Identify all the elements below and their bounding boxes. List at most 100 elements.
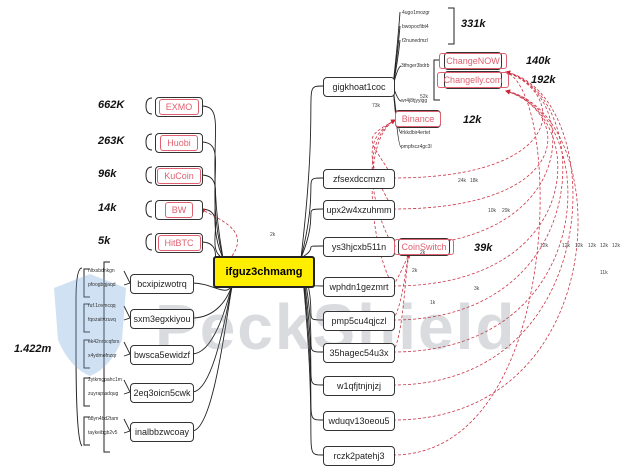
left-sub-address: nltxsbdnkgn — [88, 268, 115, 274]
sub-to-node-edge — [123, 341, 131, 355]
sub-to-node-edge — [123, 353, 131, 357]
left-address-node[interactable]: bcxipizwotrq — [130, 274, 194, 294]
top-amount: 331k — [461, 18, 486, 30]
right-address-node[interactable]: w1qfjtnjnjzj — [323, 376, 395, 396]
right-exchange[interactable]: CoinSwitch — [394, 238, 454, 256]
right-address-node[interactable]: rczk2patehj3 — [323, 446, 395, 466]
flow-to-coinswitch-edge — [392, 253, 411, 353]
hub-to-right-node-edge — [300, 245, 324, 259]
edge-amount-label: 12k — [588, 243, 597, 249]
left-exchange-exmo[interactable]: EXMO — [155, 97, 203, 117]
left-address-node[interactable]: inalbbzwcoay — [130, 422, 194, 442]
exchange-label: HitBTC — [157, 235, 201, 251]
flow-edge — [392, 89, 549, 210]
left-address-node[interactable]: 2eq3oicn5cwk — [130, 383, 194, 403]
left-sub-address: taykeibgb2v5 — [88, 430, 118, 436]
sub-to-node-edge — [123, 305, 131, 319]
edge-amount-label: 29k — [502, 208, 511, 214]
edge-amount-label: 3k — [474, 286, 480, 292]
right-exchange-amount: 140k — [526, 55, 551, 67]
cluster-sub-address: wr4j8tjyyigg — [401, 98, 428, 104]
hub-to-right-node-edge — [300, 257, 324, 456]
left-exchange-kucoin[interactable]: KuCoin — [155, 166, 203, 186]
edge-amount-label: 2k — [420, 250, 426, 256]
left-total-outer-bracket — [75, 267, 83, 447]
right-address-node[interactable]: 35hagec54u3x — [323, 343, 395, 363]
exchange-label: Huobi — [160, 135, 198, 151]
flow-to-binance-edge — [371, 119, 396, 210]
left-exchange-amount: 5k — [98, 235, 111, 247]
flow-edge — [392, 71, 544, 179]
left-sub-address: ek42nrbcqfxrs — [88, 339, 120, 345]
hub-to-right-node-edge — [300, 257, 324, 386]
right-exchange[interactable]: Binance — [394, 110, 442, 128]
sub-to-node-edge — [123, 317, 131, 321]
sub-to-node-edge — [123, 270, 131, 284]
flow-to-bw-edge — [200, 208, 238, 257]
sub-to-node-edge — [123, 418, 131, 432]
edge-amount-label: 2k — [270, 232, 276, 238]
exchange-bracket — [145, 97, 153, 115]
edge-amount-label: 12k — [540, 243, 549, 249]
left-exchange-hitbtc[interactable]: HitBTC — [155, 233, 203, 253]
left-total-bracket — [103, 261, 110, 453]
exchange-label: ChangeNOW — [439, 53, 507, 69]
left-total-amount: 1.422m — [14, 343, 52, 355]
top-sub-address: bwopocfibt4 — [402, 24, 429, 30]
exchange-label: EXMO — [158, 99, 200, 115]
top-cluster-edge — [392, 25, 401, 87]
right-address-node[interactable]: upx2w4xzuhmm — [323, 200, 395, 220]
left-sub-address: x4ydmofnzqr — [88, 353, 117, 359]
edge-amount-label: 10k — [488, 208, 497, 214]
left-address-node[interactable]: sxm3egxkiyou — [130, 309, 194, 329]
right-address-node[interactable]: ys3hjcxb511n — [323, 237, 395, 257]
sub-bracket — [83, 303, 90, 333]
hub-to-exchange-edge — [200, 174, 224, 259]
edge-amount-label: 18k — [470, 178, 479, 184]
flow-to-binance-edge — [371, 119, 396, 247]
left-exchange-amount: 263K — [98, 135, 125, 147]
right-address-node[interactable]: zfsexdccmzn — [323, 169, 395, 189]
left-sub-address: pfoogbgjaqd — [88, 282, 116, 288]
exchange-label: Binance — [394, 111, 442, 127]
right-address-node[interactable]: wduqv13oeou5 — [323, 411, 395, 431]
left-address-node[interactable]: bwsca5ewidzf — [130, 345, 194, 365]
edge-amount-label: 1k — [430, 300, 436, 306]
right-exchange[interactable]: Changelly.com — [436, 71, 510, 89]
flow-edge — [392, 70, 574, 386]
left-exchange-amount: 96k — [98, 168, 117, 180]
exchange-label: CoinSwitch — [394, 239, 454, 255]
exchange-label: BW — [164, 202, 194, 218]
top-bracket — [448, 7, 455, 45]
hub-to-exchange-edge — [200, 141, 224, 259]
top-sub-address: f2nunedmzl — [402, 38, 428, 44]
left-sub-address: ruf.1ovmcqq — [88, 303, 116, 309]
exchange-bracket — [145, 133, 153, 151]
left-exchange-bw[interactable]: BW — [155, 200, 203, 220]
left-sub-address: u8yn4bd2tam — [88, 416, 119, 422]
exchange-label: Changelly.com — [436, 72, 510, 88]
right-exchange[interactable]: ChangeNOW — [439, 52, 507, 70]
cluster-sub-address: pmpfscz4gc3l — [401, 144, 432, 150]
right-address-node[interactable]: gigkhoat1coc — [323, 77, 395, 97]
hub-address[interactable]: ifguz3chmamg — [213, 256, 315, 288]
flow-edge — [392, 89, 569, 353]
shield-icon — [54, 274, 126, 376]
right-address-node[interactable]: wphdn1gezmrt — [323, 277, 395, 297]
edge-amount-label: 73k — [372, 103, 381, 109]
left-sub-address: 2ytkmgpahc1m — [88, 377, 122, 383]
right-address-node[interactable]: pmp5cu4qjczl — [323, 311, 395, 331]
flow-to-coinswitch-edge — [392, 253, 411, 287]
hub-to-exchange-edge — [200, 105, 224, 259]
edge-amount-label: 2k — [412, 268, 418, 274]
node-to-hub-edge — [191, 281, 234, 432]
cluster-sub-address: frkkdbir4ertet — [401, 130, 431, 136]
left-sub-address: fqozaitvzuvq — [88, 317, 116, 323]
left-exchange-huobi[interactable]: Huobi — [155, 133, 203, 153]
top-sub-address: 4ugo1mozgr — [402, 10, 430, 16]
right-exchange-amount: 39k — [474, 242, 493, 254]
right-exchange-amount: 192k — [531, 74, 556, 86]
edge-amount-label: 24k — [458, 178, 467, 184]
left-exchange-amount: 662K — [98, 99, 125, 111]
exchange-bracket — [145, 200, 153, 218]
